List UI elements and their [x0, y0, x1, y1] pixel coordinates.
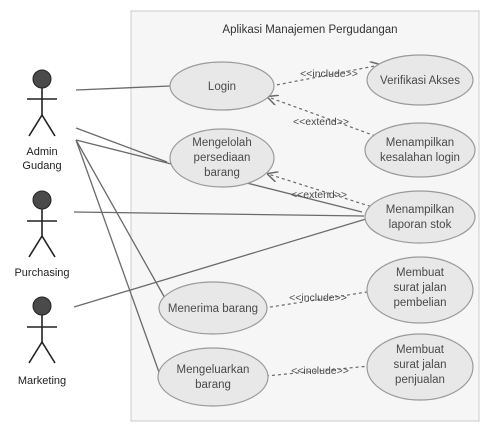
use-case-menampilkan-kesalahan[interactable]: Menampilkan kesalahan login [364, 122, 476, 178]
actor-head-icon [32, 190, 52, 210]
dependencies [263, 65, 383, 377]
include-login-verifikasi [270, 65, 380, 87]
use-case-menampilkan-laporan[interactable]: Menampilkan laporan stok [364, 190, 476, 244]
label-include-pembelian: <<include>> [289, 292, 347, 304]
use-case-label: pembelian [393, 297, 446, 309]
use-case-label: Membuat [396, 344, 445, 356]
use-case-label: kesalahan login [380, 152, 460, 164]
actor-label: Purchasing [14, 267, 69, 279]
assoc-admin-login [75, 85, 171, 91]
assoc-purchasing-laporan [73, 211, 365, 217]
use-case-label: persediaan [194, 152, 251, 164]
use-case-label: barang [195, 379, 231, 391]
assoc-admin-menerima [75, 139, 167, 301]
extend-kesalahan-login [268, 97, 382, 139]
include-menerima-pembelian [263, 290, 380, 309]
use-case-label: Menerima barang [168, 303, 258, 315]
use-case-label: Mengeluarkan [177, 364, 250, 376]
use-case-label: penjualan [395, 374, 445, 386]
label-include-penjualan: <<include>> [291, 365, 349, 377]
use-case-label: Membuat [396, 267, 445, 279]
extend-laporan-mengelolah [268, 174, 383, 211]
use-case-surat-pembelian[interactable]: Membuat surat jalan pembelian [366, 256, 474, 324]
actor-head-icon [32, 296, 52, 316]
actor-admin-gudang: Admin Gudang [22, 69, 62, 172]
use-case-mengeluarkan-barang[interactable]: Mengeluarkan barang [157, 347, 269, 407]
use-case-mengelolah-persediaan[interactable]: Mengelolah persediaan barang [169, 128, 275, 188]
label-extend-kesalahan: <<extend>> [293, 116, 349, 128]
actor-label: Marketing [18, 375, 66, 387]
use-case-label: Verifikasi Akses [380, 75, 460, 87]
system-title: Aplikasi Manajemen Pergudangan [222, 24, 397, 36]
use-case-menerima-barang[interactable]: Menerima barang [158, 281, 268, 335]
use-case-label: laporan stok [389, 219, 452, 231]
use-case-verifikasi-akses[interactable]: Verifikasi Akses [366, 54, 474, 106]
label-include-login: <<include>> [300, 68, 358, 80]
actor-head-icon [32, 69, 52, 89]
assoc-admin-mengeluarkan [75, 139, 161, 376]
assoc-admin-mengelolah [75, 127, 168, 163]
use-case-label: Menampilkan [386, 204, 454, 216]
label-extend-laporan: <<extend>> [291, 189, 347, 201]
actor-purchasing: Purchasing [14, 190, 70, 279]
use-case-label: Login [208, 81, 236, 93]
use-case-label: Menampilkan [386, 137, 454, 149]
include-mengeluarkan-penjualan [265, 365, 380, 377]
use-case-label: barang [204, 167, 240, 179]
assoc-marketing-laporan [73, 218, 367, 308]
actor-label: Admin [26, 146, 57, 158]
use-case-label: Mengelolah [192, 137, 251, 149]
actor-marketing: Marketing [18, 296, 66, 387]
use-case-login[interactable]: Login [169, 61, 275, 111]
use-case-surat-penjualan[interactable]: Membuat surat jalan penjualan [366, 333, 474, 401]
use-case-label: surat jalan [393, 282, 446, 294]
actor-label: Gudang [22, 160, 61, 172]
use-case-label: surat jalan [393, 359, 446, 371]
